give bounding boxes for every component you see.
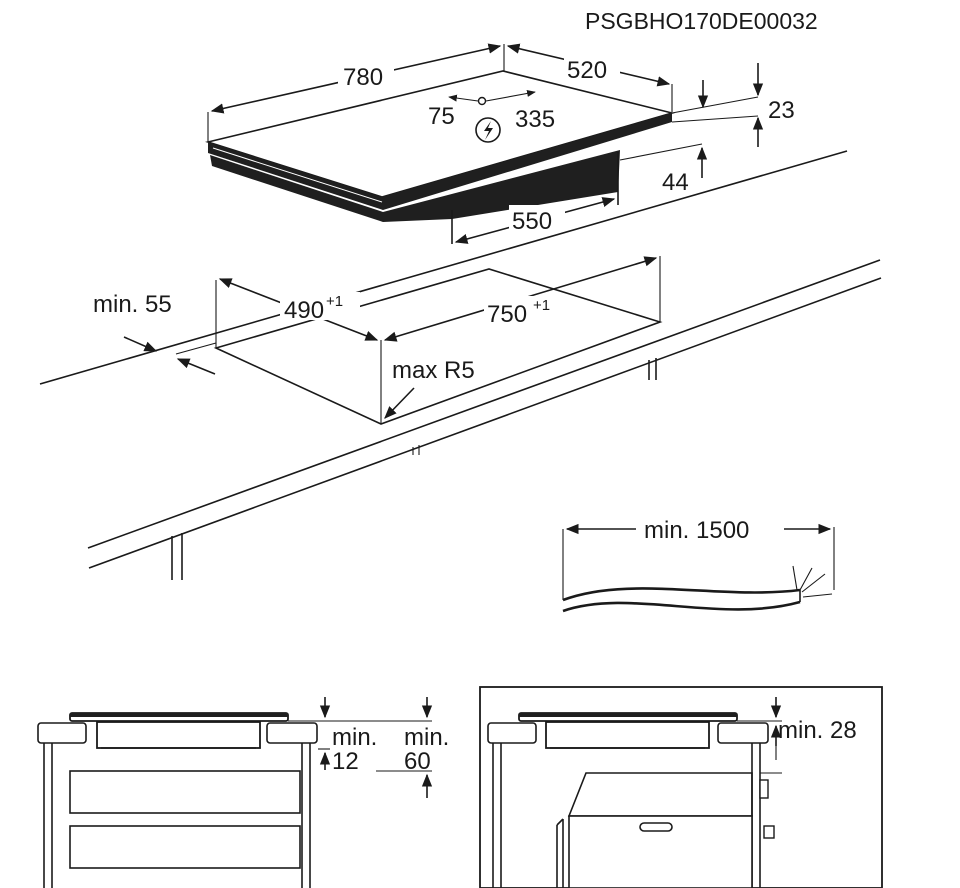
dim-780: 780 [343, 64, 383, 91]
dim-490: 490 [284, 297, 324, 324]
cable-drawing: min. 1500 [562, 517, 835, 613]
section-left: min. 12 min. 60 [37, 697, 449, 888]
hob-drawing: 780 520 75 335 23 44 550 [205, 43, 795, 244]
min-28-label: min. 28 [778, 717, 857, 744]
hob-box-section-left [96, 721, 261, 749]
hob-glass-edge [208, 113, 672, 210]
min-12-label-a: min. [332, 724, 377, 751]
dim-490-tolerance: +1 [326, 293, 343, 310]
min-60-label-a: min. [404, 724, 449, 751]
min-60-label-b: 60 [404, 748, 431, 775]
drawer-upper [69, 770, 301, 814]
hob-box-section-right [545, 721, 710, 749]
dim-750: 750 [487, 301, 527, 328]
min-55-label: min. 55 [93, 291, 172, 318]
drawer-lower [69, 825, 301, 869]
max-r5-label: max R5 [392, 357, 475, 384]
hob-box [383, 150, 620, 222]
dim-23: 23 [768, 97, 795, 124]
worktop-drawing: 490 +1 750 +1 min. 55 max R5 [39, 150, 882, 580]
worktop-front-edge-top [87, 259, 881, 549]
worktop-front-edge-bottom [88, 277, 882, 569]
document-code: PSGBHO170DE00032 [585, 8, 818, 34]
section-right: min. 28 [479, 686, 883, 888]
oven-handle [639, 822, 673, 832]
dim-75: 75 [428, 103, 455, 130]
min-12-label-b: 12 [332, 748, 359, 775]
cable-length-label: min. 1500 [644, 517, 749, 544]
dim-335: 335 [515, 106, 555, 133]
electric-connection-icon [475, 117, 501, 143]
dim-550: 550 [512, 208, 552, 235]
cable [562, 587, 801, 602]
connection-point [477, 96, 487, 106]
dim-750-tolerance: +1 [533, 297, 550, 314]
section-right-frame [479, 686, 883, 888]
dim-44: 44 [662, 169, 689, 196]
dim-520: 520 [567, 57, 607, 84]
oven-top [567, 772, 753, 817]
